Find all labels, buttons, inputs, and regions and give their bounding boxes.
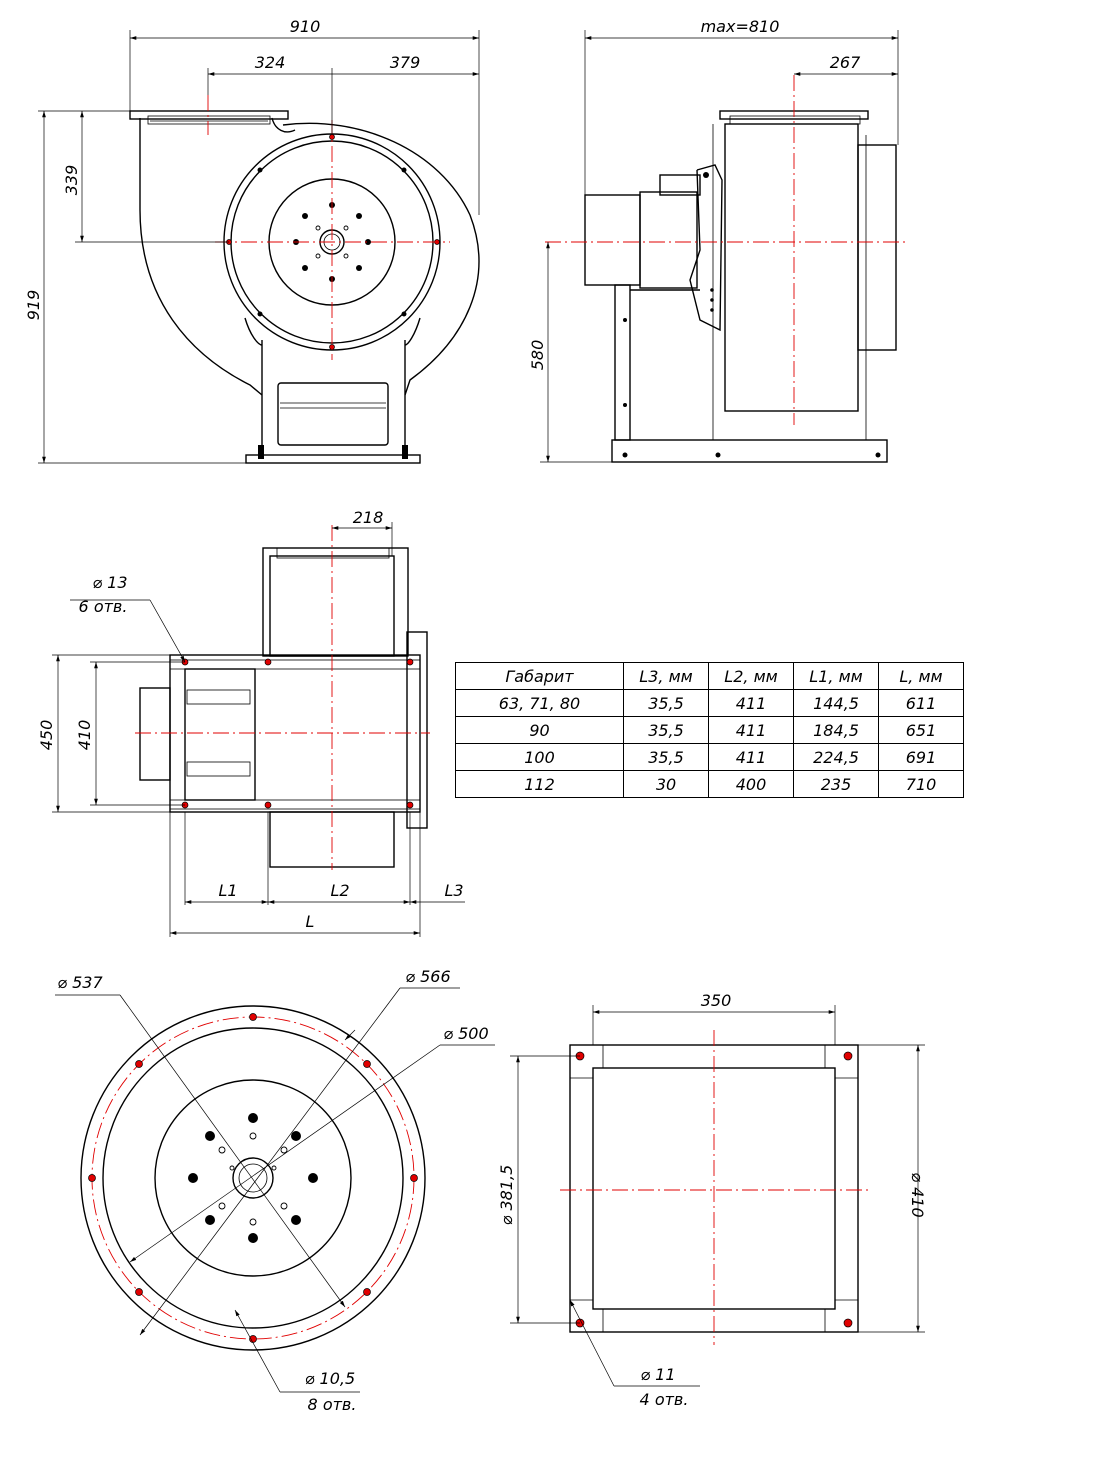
hole-count: 8 отв. <box>308 1395 357 1414</box>
dim-axis-height: 339 <box>62 165 81 196</box>
dim-d537: ⌀ 537 <box>57 973 103 992</box>
dim-width: 910 <box>290 17 321 36</box>
dim-total-height: 919 <box>24 290 43 321</box>
fan-housing <box>724 123 859 412</box>
table-cell: 411 <box>708 743 794 771</box>
table-cell: 100 <box>455 743 624 771</box>
table-header-row: Габарит L3, мм L2, мм L1, мм L, мм <box>455 662 964 690</box>
base-frame <box>611 439 888 463</box>
table-cell: 651 <box>878 716 964 744</box>
hole-label: ⌀ 11 <box>640 1365 675 1384</box>
inlet-view: ⌀ 537 ⌀ 566 ⌀ 500 ⌀ 10,5 8 отв. <box>55 967 495 1414</box>
table-cell: 710 <box>878 770 964 798</box>
table-cell: 35,5 <box>623 689 709 717</box>
table-row: 100 35,5 411 224,5 691 <box>455 743 964 771</box>
table-cell: 411 <box>708 689 794 717</box>
outlet-view: 350 ⌀ 381,5 ⌀ 410 ⌀ 11 4 отв. <box>497 991 927 1409</box>
table-cell: 691 <box>878 743 964 771</box>
base-frame <box>245 454 421 464</box>
side-view: max=810 267 580 <box>528 17 905 463</box>
table-header: L, мм <box>878 662 964 690</box>
table-cell: 411 <box>708 716 794 744</box>
table-row: 63, 71, 80 35,5 411 144,5 611 <box>455 689 964 717</box>
motor <box>139 687 171 781</box>
hole-label: ⌀ 10,5 <box>305 1369 355 1388</box>
dim-d500: ⌀ 500 <box>443 1024 488 1043</box>
hole-label: ⌀ 13 <box>92 573 127 592</box>
dim-l1: L1 <box>218 881 237 900</box>
table-cell: 35,5 <box>623 743 709 771</box>
table-cell: 35,5 <box>623 716 709 744</box>
table-header: L3, мм <box>623 662 709 690</box>
hub <box>232 1157 274 1199</box>
hole-count: 6 отв. <box>79 597 128 616</box>
table-header: L2, мм <box>708 662 794 690</box>
table-header: Габарит <box>455 662 624 690</box>
table-cell: 224,5 <box>793 743 879 771</box>
dim-410: ⌀ 410 <box>908 1172 927 1217</box>
table-cell: 611 <box>878 689 964 717</box>
inlet-flange <box>406 631 428 829</box>
dim-max: max=810 <box>701 17 780 36</box>
table-row: 112 30 400 235 710 <box>455 770 964 798</box>
dimensions-table: Габарит L3, мм L2, мм L1, мм L, мм 63, 7… <box>455 662 964 798</box>
table-cell: 90 <box>455 716 624 744</box>
top-view: 218 ⌀ 13 6 отв. 450 410 L1 L2 L3 L <box>37 508 465 937</box>
table-cell: 30 <box>623 770 709 798</box>
table-cell: 184,5 <box>793 716 879 744</box>
motor-mount <box>184 668 256 801</box>
outer-flange <box>80 1005 426 1351</box>
inlet-flange <box>857 144 897 351</box>
table-header: L1, мм <box>793 662 879 690</box>
table-cell: 144,5 <box>793 689 879 717</box>
dim-350: 350 <box>701 991 732 1010</box>
table-cell: 400 <box>708 770 794 798</box>
dim-410: 410 <box>75 720 94 751</box>
dim-267: 267 <box>830 53 861 72</box>
motor <box>584 194 641 286</box>
table-cell: 112 <box>455 770 624 798</box>
terminal-box <box>659 174 701 196</box>
outlet-flange <box>129 110 289 120</box>
table-cell: 235 <box>793 770 879 798</box>
front-view: 910 324 379 339 919 <box>24 17 480 464</box>
dim-l2: L2 <box>330 881 349 900</box>
dim-left: 324 <box>255 53 286 72</box>
frame <box>169 654 421 813</box>
hole-count: 4 отв. <box>640 1390 689 1409</box>
impeller-disc <box>154 1079 352 1277</box>
dim-l3: L3 <box>444 881 463 900</box>
dim-d566: ⌀ 566 <box>405 967 450 986</box>
dim-381: ⌀ 381,5 <box>497 1165 516 1226</box>
dim-axis: 580 <box>528 340 547 371</box>
dim-l: L <box>306 912 315 931</box>
table-row: 90 35,5 411 184,5 651 <box>455 716 964 744</box>
dim-450: 450 <box>37 720 56 751</box>
dim-218: 218 <box>353 508 384 527</box>
outlet-duct <box>262 547 409 657</box>
table-cell: 63, 71, 80 <box>455 689 624 717</box>
dim-right: 379 <box>390 53 421 72</box>
stand-window <box>277 382 389 446</box>
